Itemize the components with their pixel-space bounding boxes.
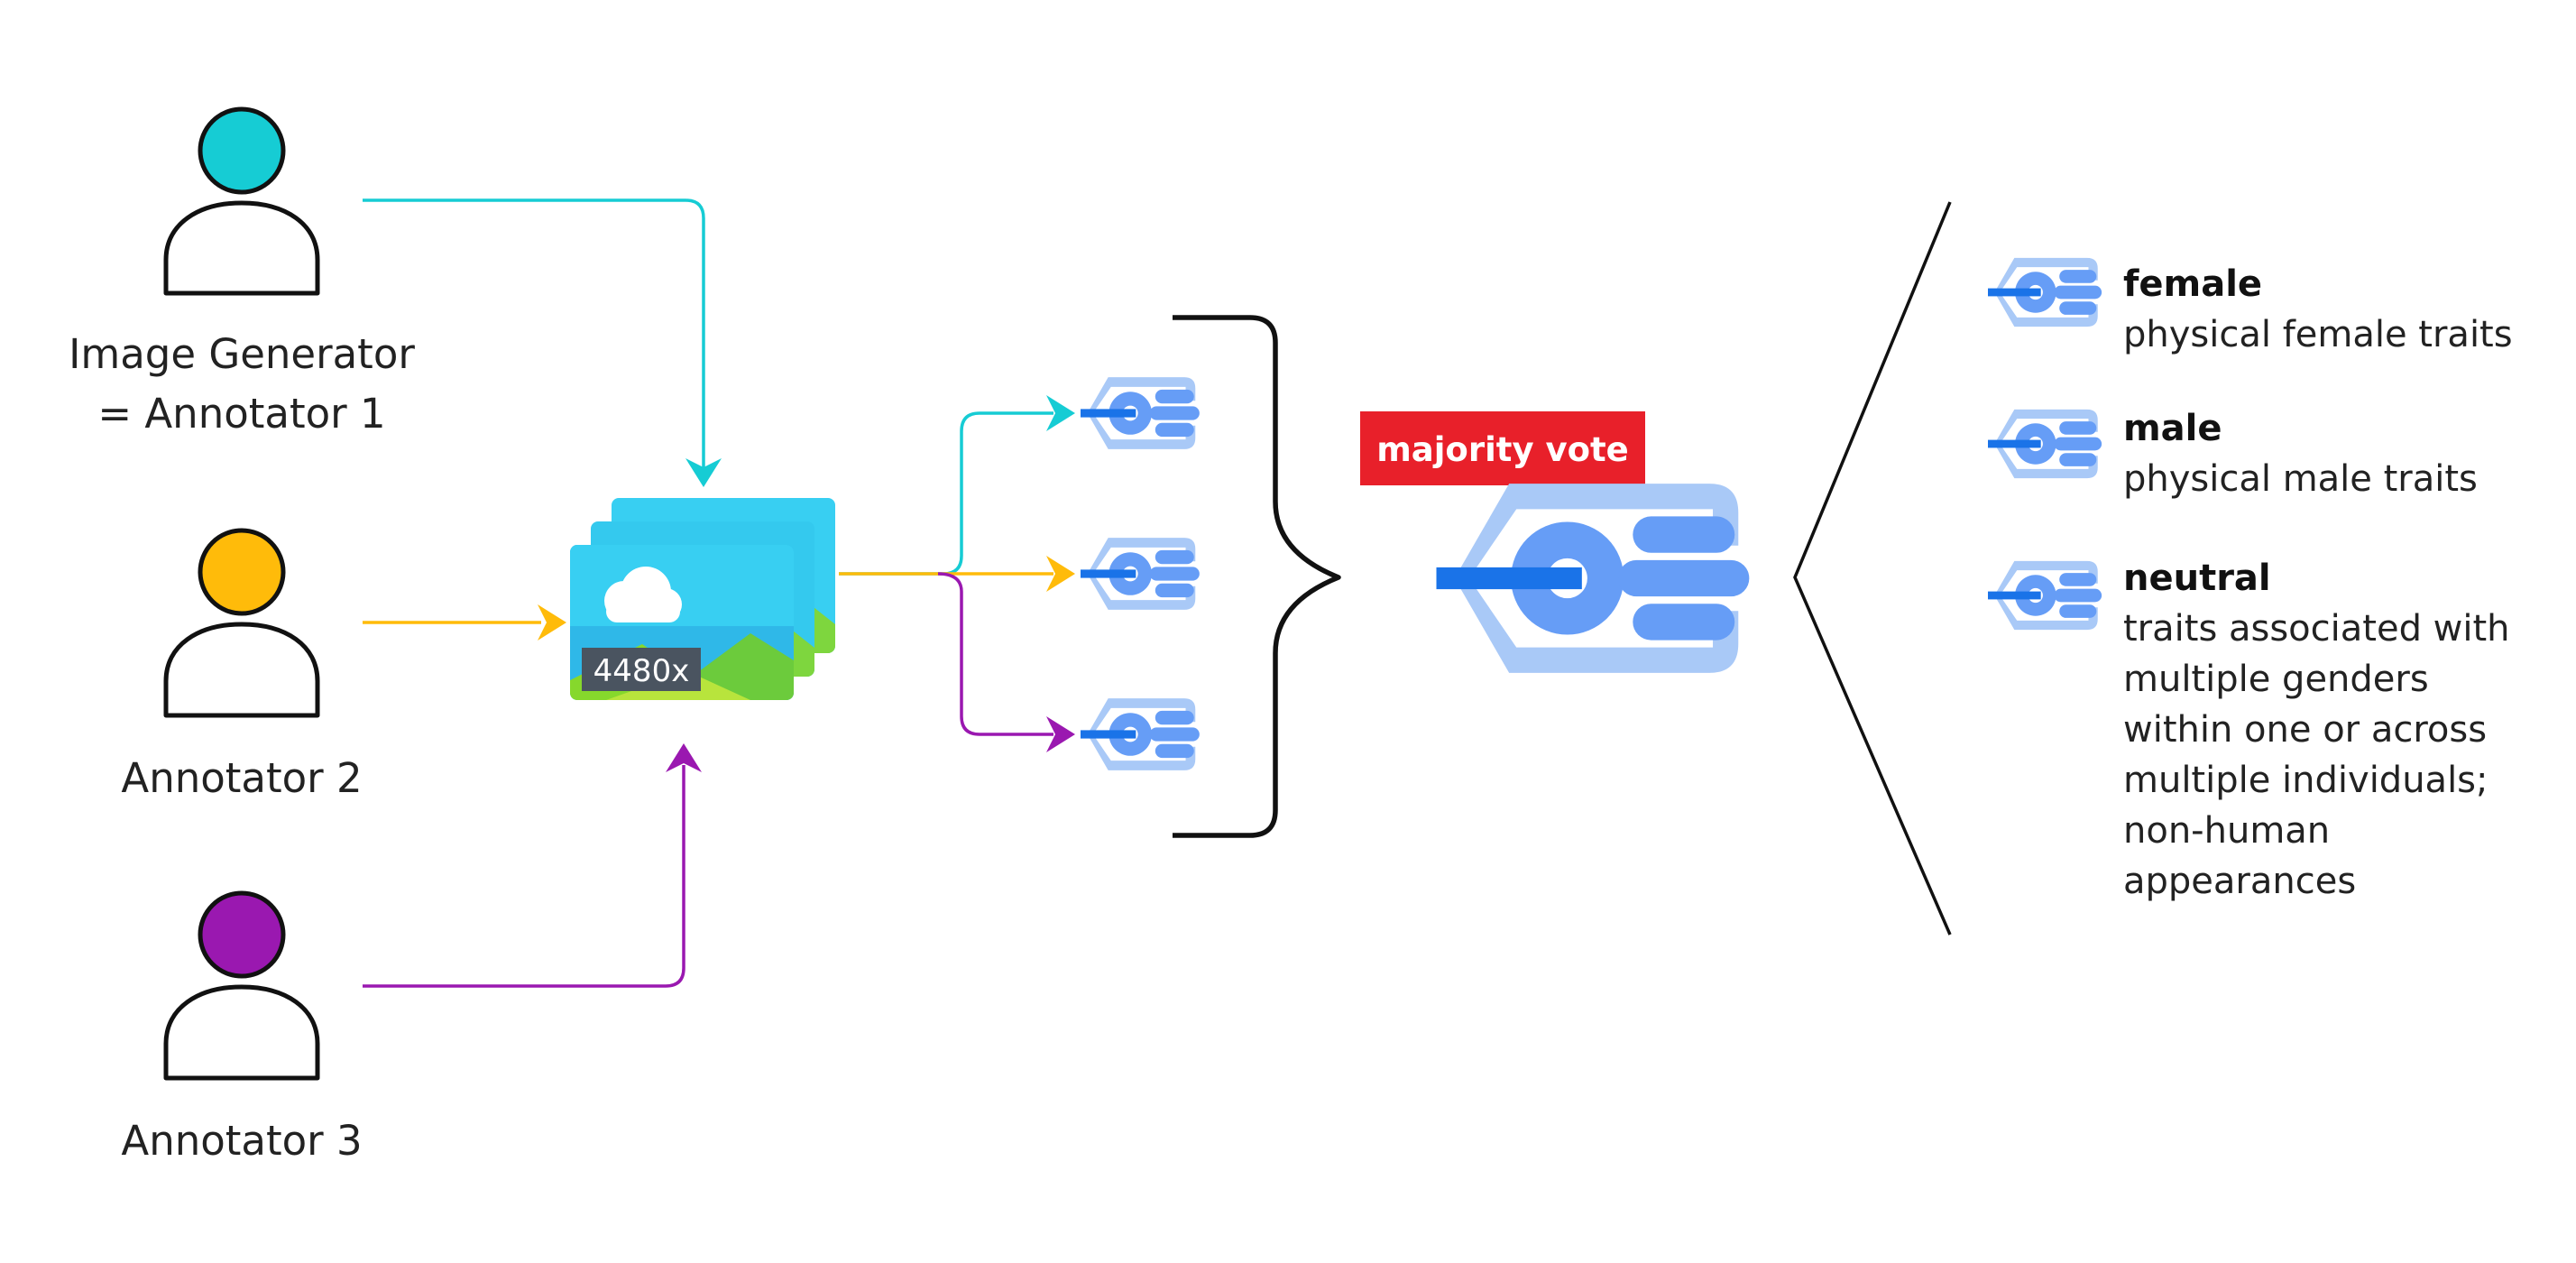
arrow-head <box>538 604 566 641</box>
annotator-2: Annotator 2 <box>121 528 363 802</box>
arrow-head <box>1046 716 1075 752</box>
annotator-3: Annotator 3 <box>121 890 363 1165</box>
grouping-brace <box>1173 315 1341 838</box>
arrow-head <box>666 743 702 772</box>
classifier-icon <box>1988 409 2102 479</box>
count-badge <box>582 648 701 691</box>
classifier-icon <box>1436 484 1750 673</box>
annotator-label-line: Annotator 2 <box>121 754 362 802</box>
annotator-1: Image Generator = Annotator 1 <box>69 106 415 438</box>
outcome-description-line: physical female traits <box>2123 314 2513 355</box>
outcome-description-line: physical male traits <box>2123 458 2478 500</box>
outcome-female: female physical female traits <box>1988 257 2513 355</box>
outcome-description-line: multiple individuals; <box>2123 760 2489 801</box>
person-body <box>163 622 320 718</box>
outcome-bracket <box>1793 201 1952 936</box>
arrow-head <box>685 458 722 487</box>
person-icon <box>163 890 320 1081</box>
classifier-icon <box>1988 257 2102 327</box>
annotator-label-line: = Annotator 1 <box>97 390 385 438</box>
outcome-title: neutral <box>2123 558 2271 599</box>
outcome-description-line: multiple genders <box>2123 659 2429 700</box>
annotator-label-line: Image Generator <box>69 330 415 378</box>
person-head <box>198 890 286 979</box>
person-body <box>163 200 320 296</box>
person-body <box>163 984 320 1081</box>
person-head <box>198 528 286 616</box>
arrow-head <box>1046 556 1075 592</box>
classifier-icon <box>1081 698 1200 770</box>
outcome-description-line: within one or across <box>2123 709 2487 751</box>
person-icon <box>163 106 320 296</box>
arrow-to-classifier-1 <box>839 411 1053 576</box>
arrow-head <box>1046 395 1075 431</box>
arrow-annotator-1 <box>363 198 705 469</box>
classifier-icon <box>1081 538 1200 610</box>
outcome-description-line: non-human <box>2123 810 2330 852</box>
cloud-icon <box>604 567 682 622</box>
majority-vote-badge <box>1360 411 1645 485</box>
outcome-description-line: appearances <box>2123 861 2356 902</box>
classifier-icon <box>1081 377 1200 449</box>
outcome-neutral: neutral traits associated with multiple … <box>1988 558 2510 902</box>
outcome-title: female <box>2123 263 2262 305</box>
count-label: 4480x <box>593 653 690 689</box>
classifier-icon <box>1988 560 2102 631</box>
majority-vote-label: majority vote <box>1376 430 1629 469</box>
person-icon <box>163 528 320 718</box>
image-stack-icon: 4480x <box>570 498 835 700</box>
annotator-label-line: Annotator 3 <box>121 1117 362 1165</box>
arrow-to-classifier-3 <box>937 572 1053 736</box>
annotator-arrows <box>363 198 722 988</box>
person-head <box>198 106 286 195</box>
stack-to-classifier-arrows <box>839 395 1075 752</box>
outcome-title: male <box>2123 408 2222 449</box>
arrow-annotator-3 <box>363 765 685 988</box>
outcome-description-line: traits associated with <box>2123 608 2510 650</box>
majority-vote: majority vote <box>1360 411 1750 673</box>
outcome-male: male physical male traits <box>1988 408 2478 500</box>
